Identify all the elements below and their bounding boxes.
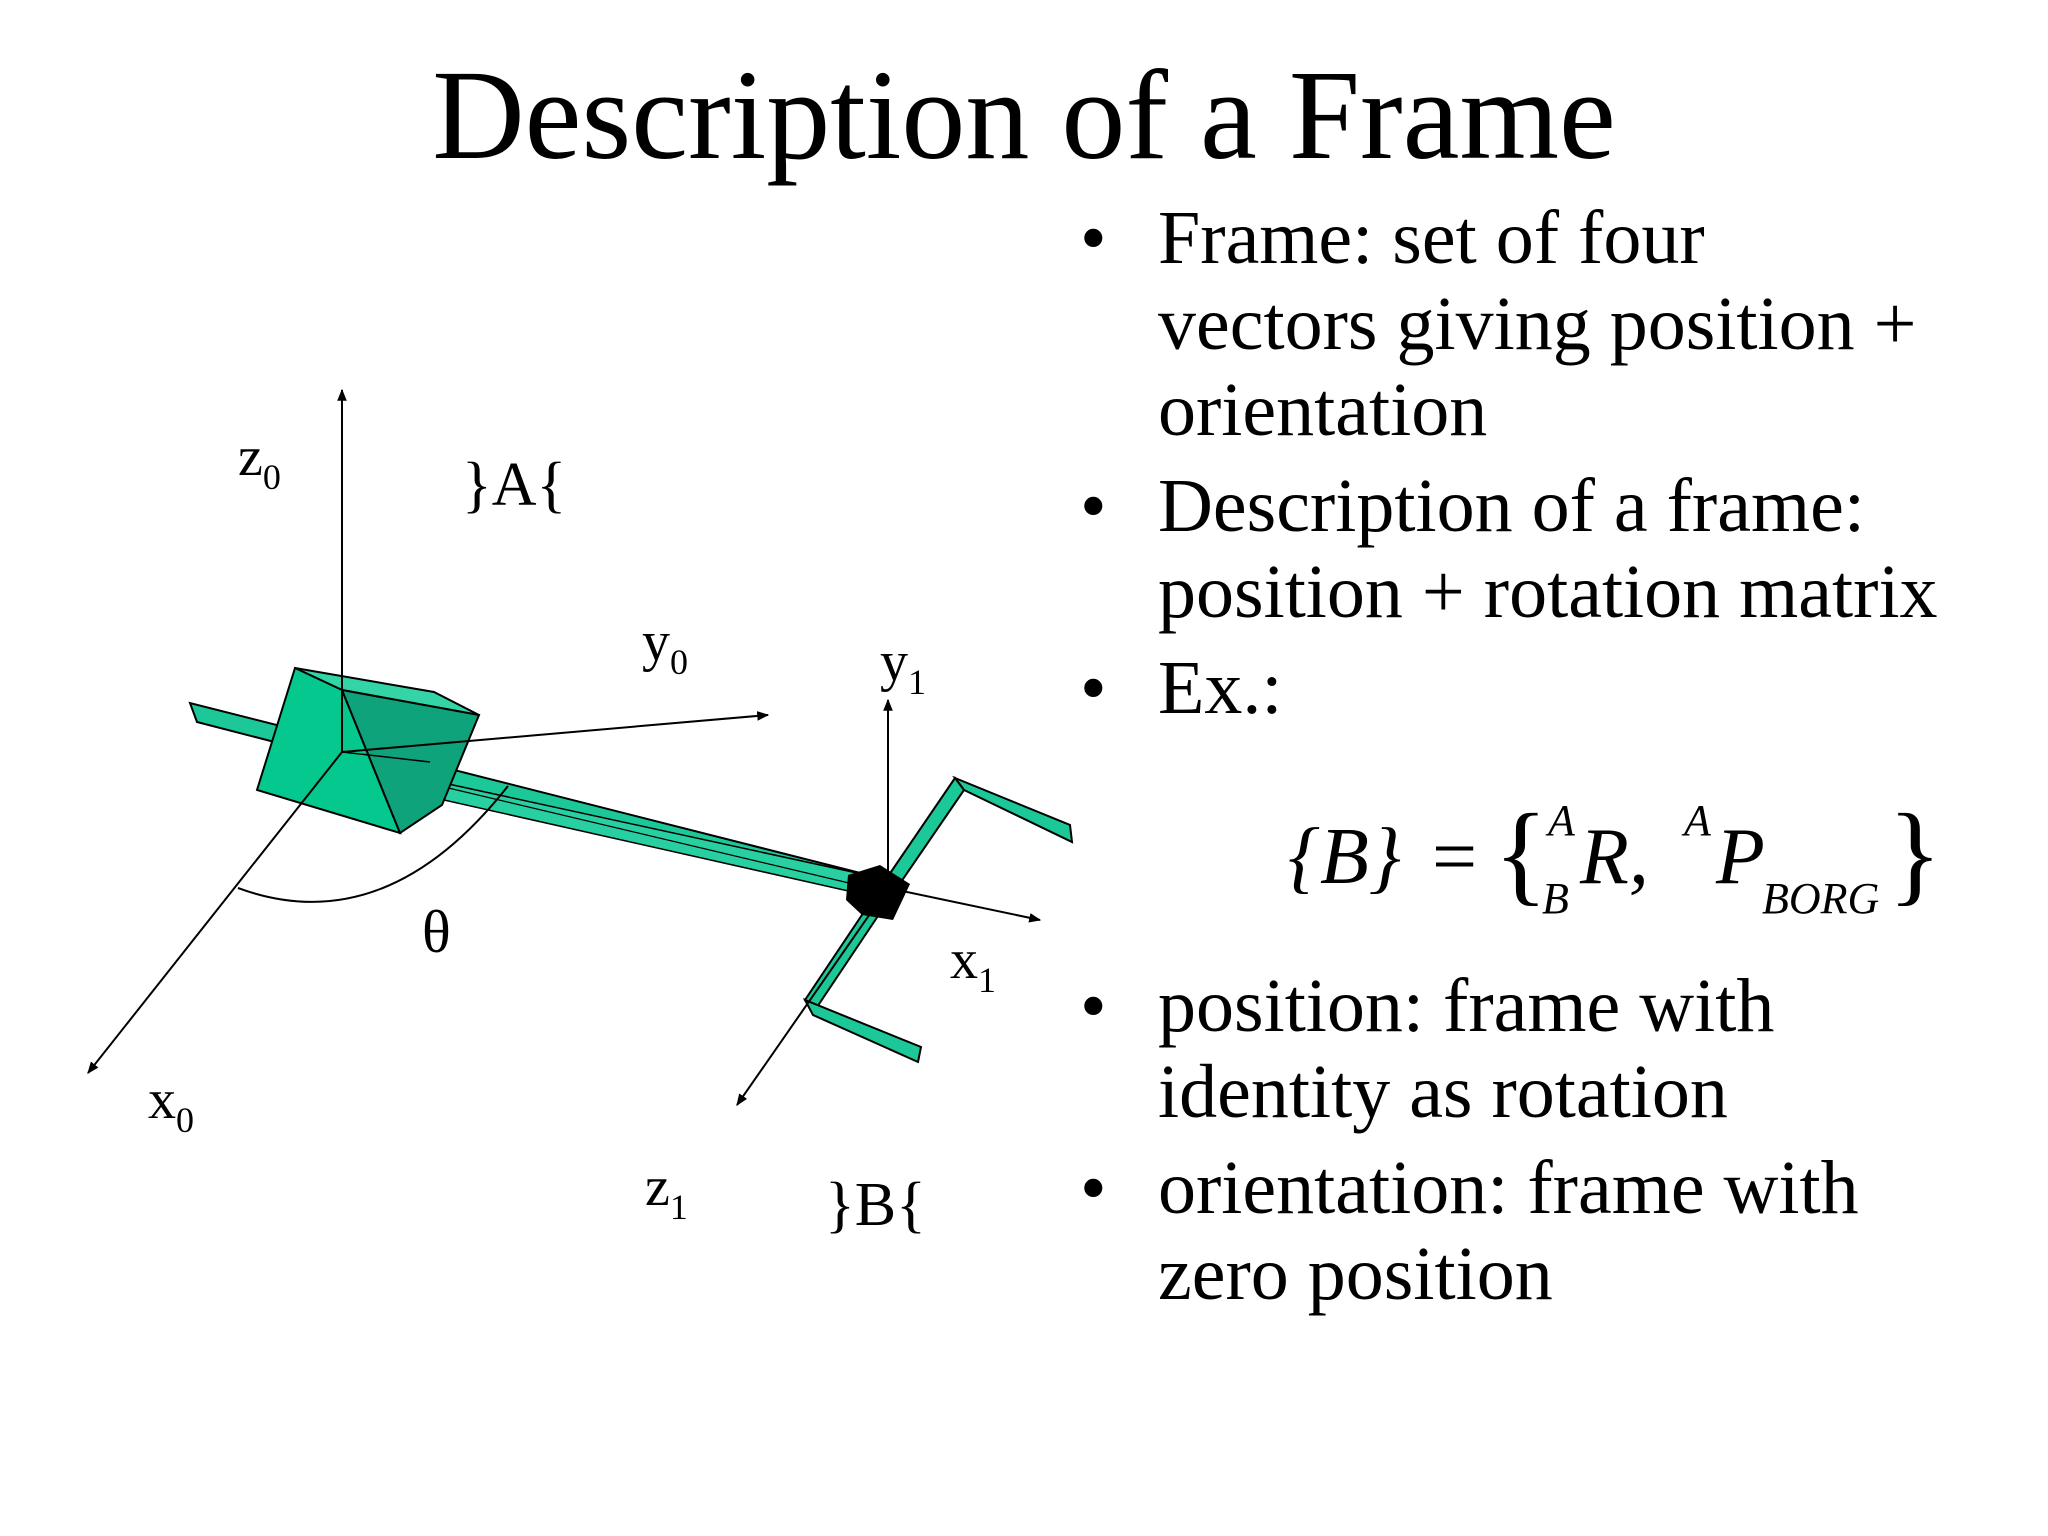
frame-a-label: }A{ (462, 451, 566, 519)
bullet-dot: • (1080, 646, 1107, 730)
x0-axis (87, 751, 343, 1074)
x0-label: x0 (148, 1069, 194, 1140)
bullet-item-frame: • Frame: set of four vectors giving posi… (1070, 195, 2030, 453)
bullet-dot: • (1080, 196, 1107, 280)
bullet-item-position: • position: frame with identity as rotat… (1070, 963, 2030, 1135)
bullet-item-orientation: • orientation: frame with zero position (1070, 1145, 2030, 1317)
z1-label: z1 (645, 1156, 688, 1227)
y0-axis (341, 711, 770, 753)
bullet-line: identity as rotation (1158, 1050, 1728, 1134)
bullet-line: Ex.: (1158, 646, 1283, 730)
bullet-dot: • (1080, 1146, 1107, 1230)
bullet-line: zero position (1158, 1232, 1553, 1316)
bullet-dot: • (1080, 464, 1107, 548)
bullet-dot: • (1080, 964, 1107, 1048)
formula-r-pre-sup: A (1545, 796, 1576, 845)
formula-p-pre-sup: A (1681, 796, 1712, 845)
formula-brace-close: } (1888, 792, 1942, 916)
y0-label: y0 (642, 611, 688, 682)
frame-a-axes (87, 388, 770, 1074)
z1-axis (736, 887, 889, 1106)
bullet-list: • Frame: set of four vectors giving posi… (1070, 195, 2030, 1317)
gripper (802, 775, 1074, 1064)
bullet-line: Frame: set of four (1158, 196, 1705, 280)
x1-axis (887, 887, 1042, 923)
bullet-line: orientation: frame with (1158, 1146, 1859, 1230)
formula-r-symbol: R, (1579, 813, 1649, 901)
slide-title: Description of a Frame (432, 44, 1616, 186)
frame-b-axes (736, 698, 1042, 1106)
z0-label: z0 (238, 426, 281, 497)
bullet-line: position: frame with (1158, 964, 1775, 1048)
bullet-line: Description of a frame: (1158, 464, 1865, 548)
bullet-line: orientation (1158, 368, 1488, 452)
frame-diagram: z0 }A{ y0 y1 θ x1 x0 z1 }B{ (87, 388, 1074, 1239)
formula-p-symbol: P (1715, 813, 1765, 901)
bullet-item-description: • Description of a frame: position + rot… (1070, 463, 2030, 635)
formula-equals: = (1432, 813, 1477, 901)
bullet-line: position + rotation matrix (1158, 550, 1938, 634)
theta-label: θ (422, 899, 451, 965)
formula-r-pre-sub: B (1542, 874, 1569, 923)
theta-arc (237, 785, 509, 903)
bullet-line: vectors giving position + (1158, 282, 1917, 366)
formula-lhs: {B} (1288, 813, 1401, 901)
x1-label: x1 (950, 929, 996, 1000)
frame-b-label: }B{ (825, 1171, 926, 1239)
bullet-item-example: • Ex.: (1070, 645, 2030, 731)
y1-label: y1 (880, 631, 926, 702)
formula-p-sub: BORG (1762, 874, 1879, 923)
frame-formula: {B} = { A B R, A P BORG } (1070, 731, 2030, 963)
formula-brace-open: { (1494, 792, 1548, 916)
